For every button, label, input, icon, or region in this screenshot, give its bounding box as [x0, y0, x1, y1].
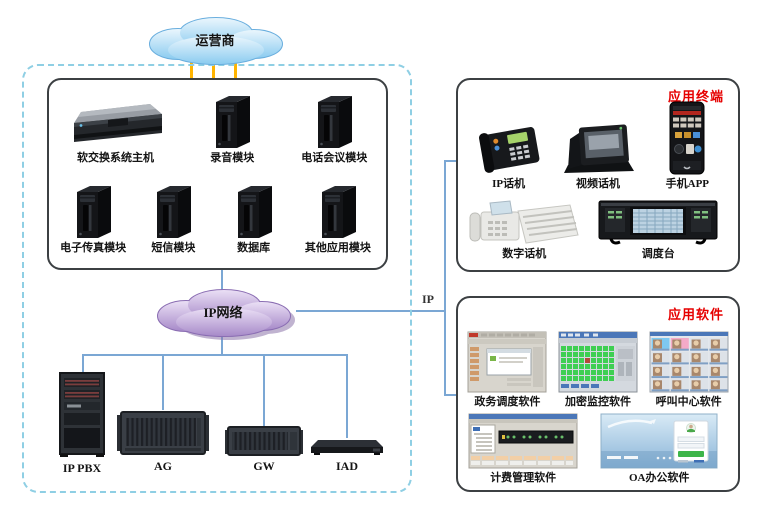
carrier-cloud: 运营商: [140, 14, 290, 68]
tower-server-icon: [216, 96, 251, 149]
server-label: 数据库: [237, 242, 271, 255]
drop-ag: [162, 354, 164, 410]
terminal-item: 数字话机: [464, 197, 585, 262]
dispatch-software-window-icon: [467, 331, 547, 393]
server-item: 数据库: [214, 183, 294, 256]
terminal-box-title: 应用终端: [667, 89, 724, 104]
stub-software-box: [444, 394, 457, 396]
server-row-1: 软交换系统主机 录音模块 电话会议模块: [53, 88, 382, 166]
terminal-label: 数字话机: [502, 248, 547, 261]
device-label: GW: [253, 459, 275, 473]
video-phone-icon: [563, 124, 634, 174]
terminal-label: 手机APP: [665, 178, 710, 191]
software-label: OA办公软件: [628, 472, 690, 485]
ip-link-label: IP: [422, 292, 434, 306]
ip-phone-icon: [478, 127, 540, 174]
terminal-item: IP话机: [464, 119, 553, 192]
server-item: 电话会议模块: [287, 93, 382, 166]
cloud-to-right-line: [296, 310, 446, 312]
software-box-title: 应用软件: [667, 307, 724, 322]
server-item: 电子传真模块: [53, 183, 133, 256]
server-label: 其他应用模块: [304, 242, 371, 255]
cloud-icon: [157, 289, 295, 340]
software-item: 计费管理软件: [462, 413, 584, 486]
iad-icon: [311, 440, 383, 455]
software-item: 政务调度软件: [462, 331, 553, 410]
software-label: 呼叫中心软件: [655, 396, 722, 409]
monitor-software-window-icon: [558, 331, 638, 393]
tower-server-icon: [77, 186, 112, 239]
terminal-row-2: 数字话机: [464, 196, 732, 262]
core-dashed-zone: [22, 64, 412, 493]
server-item: 软交换系统主机: [53, 99, 178, 166]
drop-gw: [263, 354, 265, 426]
smartphone-icon: [669, 101, 705, 175]
cloud-to-bus-line: [221, 335, 223, 355]
server-modules-box: 软交换系统主机 录音模块 电话会议模块 电子传真模块 短信模块 数据库: [47, 78, 388, 270]
device-bus-line: [82, 354, 348, 356]
cabinet-icon: [59, 372, 105, 457]
terminal-label: 视频话机: [575, 178, 620, 191]
terminal-label: 调度台: [641, 248, 675, 261]
device-gw: GW: [222, 426, 306, 474]
trunk-line-3: [234, 56, 237, 79]
software-label: 加密监控软件: [565, 396, 631, 409]
callcenter-software-window-icon: [649, 331, 729, 393]
cloud-icon: [149, 17, 283, 65]
device-ippbx: IP PBX: [52, 372, 112, 476]
digital-phone-icon: [469, 200, 579, 244]
tower-server-icon: [157, 186, 192, 239]
ip-network-cloud-label: IP网络: [203, 304, 243, 320]
right-vertical-line: [444, 160, 446, 396]
tower-server-icon: [321, 186, 356, 239]
server-label: 录音模块: [210, 152, 255, 165]
stub-terminal-box: [444, 160, 457, 162]
tower-server-icon: [318, 96, 353, 149]
trunk-line-1: [190, 56, 193, 79]
server-label: 软交换系统主机: [77, 152, 154, 165]
oa-software-window-icon: [600, 413, 718, 469]
software-item: 加密监控软件: [553, 331, 644, 410]
server-item: 其他应用模块: [294, 183, 382, 256]
dispatch-console-icon: [598, 200, 718, 245]
terminal-item: 调度台: [585, 197, 732, 262]
device-label: IAD: [335, 459, 358, 473]
device-label: AG: [154, 459, 172, 473]
ip-network-cloud: IP网络: [148, 286, 298, 340]
terminal-box: 应用终端 IP话机: [456, 78, 740, 272]
server-item: 录音模块: [178, 93, 287, 166]
software-label: 政务调度软件: [474, 396, 541, 409]
trunk-line-2: [212, 56, 215, 79]
drop-ippbx: [82, 354, 84, 372]
device-iad: IAD: [305, 438, 389, 474]
server-row-2: 电子传真模块 短信模块 数据库 其他应用模块: [53, 172, 382, 256]
terminal-label: IP话机: [492, 178, 526, 191]
chassis-icon: [117, 411, 209, 455]
software-item: OA办公软件: [584, 413, 734, 486]
terminal-item: 视频话机: [553, 121, 642, 192]
software-box: 应用软件 政务调度软件: [456, 296, 740, 492]
server-item: 短信模块: [133, 183, 213, 256]
server-label: 电子传真模块: [60, 242, 127, 255]
software-item: 呼叫中心软件: [643, 331, 734, 410]
billing-software-window-icon: [468, 413, 578, 469]
gateway-icon: [225, 426, 303, 456]
serverbox-to-cloud-line: [221, 270, 223, 291]
device-label: IP PBX: [62, 461, 102, 475]
server-label: 电话会议模块: [301, 152, 368, 165]
terminal-row-1: IP话机 视频话机: [464, 92, 732, 192]
drop-iad: [346, 354, 348, 438]
terminal-item: 手机APP: [643, 101, 732, 192]
server-label: 短信模块: [151, 242, 196, 255]
tower-server-icon: [237, 186, 272, 239]
software-label: 计费管理软件: [490, 472, 557, 485]
rack-server-icon: [73, 104, 162, 143]
carrier-cloud-label: 运营商: [195, 32, 235, 48]
software-row-1: 政务调度软件: [462, 312, 734, 410]
device-ag: AG: [113, 410, 213, 474]
software-row-2: 计费管理软件 OA办公软件: [462, 412, 734, 486]
